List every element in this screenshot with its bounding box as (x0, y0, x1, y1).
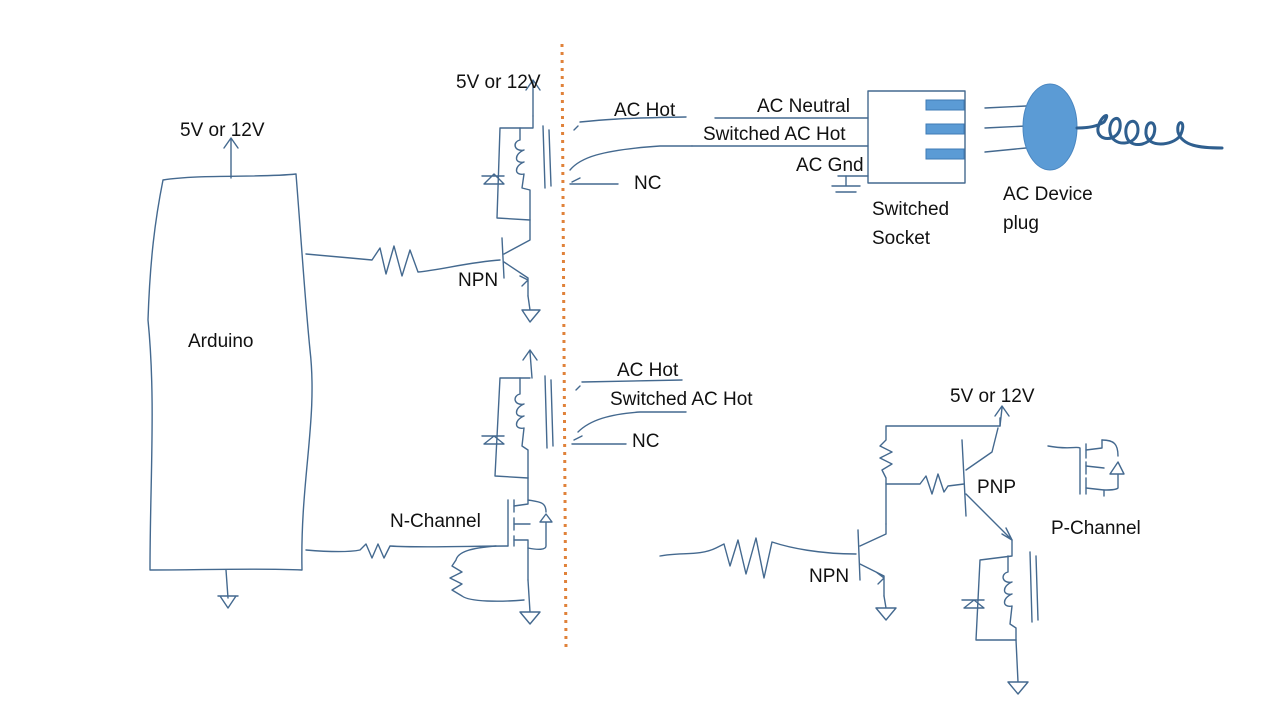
relay-1-circuit (481, 79, 693, 323)
socket-name-line2: Socket (872, 228, 931, 249)
relay3-npn-label: NPN (809, 566, 849, 587)
relay2-ac-hot-label: AC Hot (617, 360, 679, 381)
relay1-transistor-label: NPN (458, 270, 498, 291)
socket-ac-neutral-label: AC Neutral (757, 96, 850, 117)
relay2-nc-label: NC (632, 431, 659, 452)
relay1-nc-label: NC (634, 173, 661, 194)
ac-device-plug (984, 83, 1224, 171)
socket-ac-gnd-label: AC Gnd (796, 155, 864, 176)
relay1-supply-label: 5V or 12V (456, 72, 541, 93)
socket-switched-hot-label: Switched AC Hot (703, 124, 846, 145)
power-cord (1075, 113, 1224, 150)
socket-slot-neutral (925, 99, 965, 111)
socket-slot-hot (925, 123, 965, 135)
arduino-supply-label: 5V or 12V (180, 120, 265, 141)
relay3-pnp-label: PNP (977, 477, 1016, 498)
arduino-block (147, 137, 509, 609)
plug-body (1022, 83, 1078, 171)
device-label-line2: plug (1003, 213, 1039, 234)
relay2-switched-hot-label: Switched AC Hot (610, 389, 753, 410)
relay-3-circuit (659, 405, 1125, 695)
relay3-supply-label: 5V or 12V (950, 386, 1035, 407)
relay2-transistor-label: N-Channel (390, 511, 481, 532)
socket-name-line1: Switched (872, 199, 949, 220)
device-label-line1: AC Device (1003, 184, 1093, 205)
relay-2-circuit (449, 349, 687, 625)
isolation-divider (560, 43, 568, 649)
relay1-ac-hot-label: AC Hot (614, 100, 676, 121)
arduino-label: Arduino (188, 331, 254, 352)
socket-slot-gnd (925, 148, 965, 160)
switched-socket (691, 90, 966, 193)
relay3-p-channel-label: P-Channel (1051, 518, 1141, 539)
